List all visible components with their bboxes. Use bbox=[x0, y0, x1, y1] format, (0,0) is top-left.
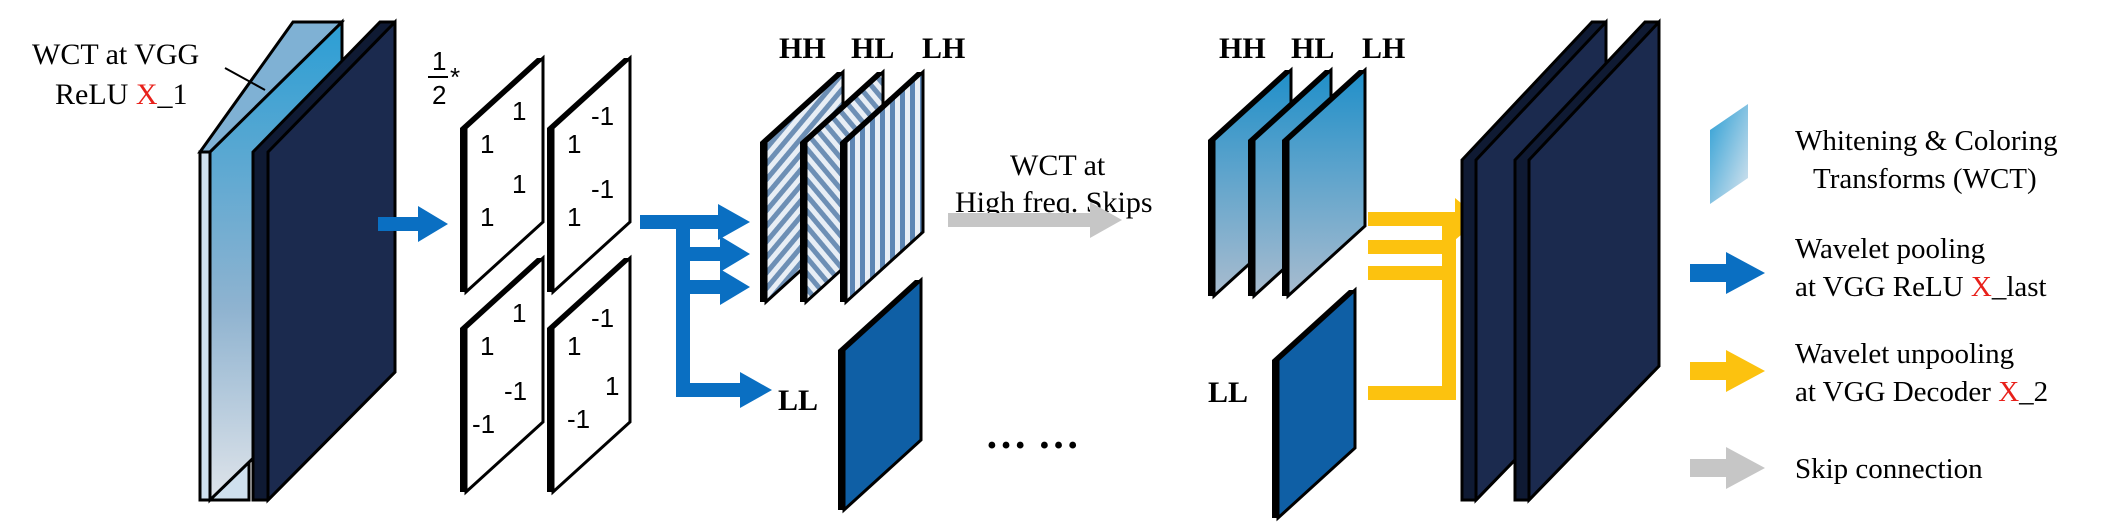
encoder-band-hh-label: HH bbox=[779, 32, 826, 65]
haar-hl-d: -1 bbox=[472, 409, 495, 439]
legend-pool-line1: Wavelet pooling bbox=[1795, 233, 1985, 265]
haar-fraction-den: 2 bbox=[432, 80, 446, 110]
ellipsis: … … bbox=[985, 412, 1080, 458]
encoder-label-line2: ReLU X_1 bbox=[55, 78, 188, 111]
haar-hl-c: -1 bbox=[504, 376, 527, 406]
encoder-feature-maps: WCT at VGG ReLU X_1 bbox=[32, 18, 397, 504]
decoder-subbands: HH HL LH LL bbox=[1208, 32, 1405, 522]
encoder-band-lh-label: LH bbox=[922, 32, 965, 65]
haar-ll-d: 1 bbox=[480, 202, 494, 232]
decoder-band-ll-label: LL bbox=[1208, 376, 1248, 409]
legend-skip: Skip connection bbox=[1690, 447, 1983, 489]
legend-wct: Whitening & Coloring Transforms (WCT) bbox=[1710, 104, 2058, 204]
haar-hl-b: 1 bbox=[480, 331, 494, 361]
haar-filter-hl: 1 1 -1 -1 bbox=[460, 254, 545, 496]
haar-ll-c: 1 bbox=[512, 169, 526, 199]
haar-lh-c: -1 bbox=[591, 174, 614, 204]
haar-hh-d: -1 bbox=[567, 404, 590, 434]
dec-lh-map bbox=[1286, 66, 1367, 300]
encoder-band-hl-label: HL bbox=[851, 32, 894, 65]
haar-ll-b: 1 bbox=[480, 129, 494, 159]
band-ll-map bbox=[842, 276, 923, 514]
haar-hl-a: 1 bbox=[512, 298, 526, 328]
decoder-band-lh-label: LH bbox=[1362, 32, 1405, 65]
haar-filters: 1 2 * 1 1 1 1 -1 1 -1 1 1 1 -1 - bbox=[428, 46, 632, 496]
unpool-arrow-icon bbox=[1690, 362, 1730, 380]
encoder-band-ll-label: LL bbox=[778, 384, 818, 417]
legend: Whitening & Coloring Transforms (WCT) Wa… bbox=[1690, 104, 2058, 489]
decoder-feature-maps bbox=[1460, 18, 1661, 504]
haar-lh-a: -1 bbox=[591, 101, 614, 131]
high-freq-skip: WCT at High freq. Skips bbox=[948, 149, 1153, 238]
haar-lh-b: 1 bbox=[567, 129, 581, 159]
encoder-plate-2 bbox=[266, 18, 397, 504]
haar-fraction-num: 1 bbox=[432, 46, 446, 76]
legend-pool: Wavelet pooling at VGG ReLU X_last bbox=[1690, 233, 2047, 303]
encoder-subbands: HH HL LH LL bbox=[760, 32, 965, 514]
decoder-band-hl-label: HL bbox=[1291, 32, 1334, 65]
legend-wct-line2: Transforms (WCT) bbox=[1813, 163, 2037, 195]
haar-filter-ll: 1 1 1 1 bbox=[460, 54, 545, 296]
haar-filter-hh: -1 1 1 -1 bbox=[547, 254, 632, 496]
dec-ll-map bbox=[1276, 286, 1357, 522]
pool-input-arrow bbox=[378, 206, 448, 242]
decoder-band-hh-label: HH bbox=[1219, 32, 1266, 65]
haar-filter-lh: -1 1 -1 1 bbox=[547, 54, 632, 296]
haar-hh-a: -1 bbox=[591, 303, 614, 333]
wct-swatch-icon bbox=[1710, 104, 1748, 204]
haar-hh-c: 1 bbox=[605, 371, 619, 401]
haar-lh-d: 1 bbox=[567, 202, 581, 232]
band-lh-map bbox=[844, 68, 925, 306]
skip-label-line1: WCT at bbox=[1010, 149, 1106, 182]
legend-pool-line2: at VGG ReLU X_last bbox=[1795, 271, 2047, 303]
haar-ll-a: 1 bbox=[512, 96, 526, 126]
legend-unpool-line2: at VGG Decoder X_2 bbox=[1795, 376, 2048, 408]
pool-arrow-icon bbox=[1690, 264, 1730, 282]
legend-unpool-line1: Wavelet unpooling bbox=[1795, 338, 2014, 370]
haar-fraction-op: * bbox=[450, 62, 460, 92]
legend-wct-line1: Whitening & Coloring bbox=[1795, 125, 2058, 157]
pool-branch-arrows bbox=[640, 204, 772, 408]
haar-hh-b: 1 bbox=[567, 331, 581, 361]
decoder-plate-2 bbox=[1527, 18, 1661, 504]
skip-arrow-icon bbox=[1690, 459, 1730, 477]
encoder-callout-line bbox=[224, 67, 266, 91]
encoder-label-line1: WCT at VGG bbox=[32, 38, 199, 71]
legend-skip-label: Skip connection bbox=[1795, 453, 1983, 485]
legend-unpool: Wavelet unpooling at VGG Decoder X_2 bbox=[1690, 338, 2048, 408]
